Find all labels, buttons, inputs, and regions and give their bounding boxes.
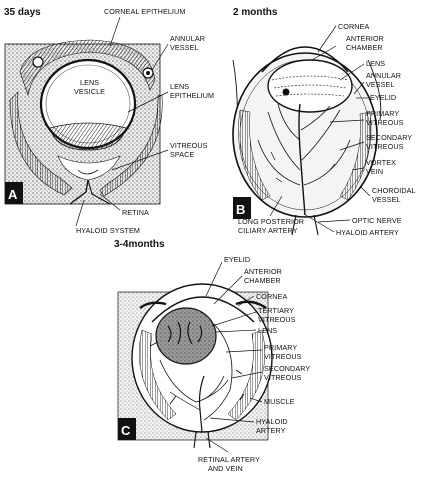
label-cornea-c: CORNEA [256, 292, 287, 301]
label-lens-c: LENS [258, 326, 277, 335]
label-vitreous-c3: VITREOUS [264, 373, 302, 382]
label-choroidal-b: CHOROIDAL [372, 186, 416, 195]
panel-b-letter: B [236, 202, 245, 217]
label-eyelid-c: EYELID [224, 255, 250, 264]
label-vitreous-space-1: VITREOUS [170, 141, 208, 150]
label-cornea-b: CORNEA [338, 22, 369, 31]
label-anterior-b: ANTERIOR [346, 34, 384, 43]
panel-b-title: 2 months [233, 7, 278, 18]
label-vitreous-space-2: SPACE [170, 150, 194, 159]
label-vessel-b2: VESSEL [372, 195, 401, 204]
panel-c-letter: C [121, 423, 131, 438]
label-vein-b: VEIN [366, 167, 383, 176]
label-retinal-artery: RETINAL ARTERY [198, 455, 260, 464]
label-corneal-epithelium: CORNEAL EPITHELIUM [104, 7, 185, 16]
panel-b: 2 months B [232, 7, 416, 237]
label-muscle-c: MUSCLE [264, 397, 295, 406]
label-primary-b: PRIMARY [366, 109, 399, 118]
label-chamber-c: CHAMBER [244, 276, 281, 285]
label-vortex-b: VORTEX [366, 158, 396, 167]
label-hyaloid-artery-b: HYALOID ARTERY [336, 228, 399, 237]
label-secondary-c: SECONDARY [264, 364, 310, 373]
panel-a-drawing: A [4, 39, 163, 205]
label-hyaloid-c: HYALOID [256, 417, 288, 426]
label-tertiary-c: TERTIARY [258, 306, 294, 315]
label-optic-nerve: OPTIC NERVE [352, 216, 402, 225]
panel-a: 35 days A [4, 7, 214, 235]
label-vitreous-c2: VITREOUS [264, 352, 302, 361]
label-anterior-c: ANTERIOR [244, 267, 282, 276]
label-vitreous-c1: VITREOUS [258, 315, 296, 324]
label-lens-b: LENS [366, 59, 385, 68]
panel-b-drawing: B [232, 46, 382, 236]
label-artery-c: ARTERY [256, 426, 286, 435]
label-and-vein: AND VEIN [208, 464, 243, 473]
label-ciliary-artery: CILIARY ARTERY [238, 226, 298, 235]
label-lens-vesicle-1: LENS [80, 78, 99, 87]
label-lens-vesicle-2: VESICLE [74, 87, 105, 96]
label-hyaloid-system: HYALOID SYSTEM [76, 226, 140, 235]
panel-c: 3-4months C [114, 239, 310, 473]
panel-a-title: 35 days [4, 7, 41, 18]
label-vessel-b: VESSEL [366, 80, 395, 89]
label-vitreous-b2: VITREOUS [366, 142, 404, 151]
label-annular-a: ANNULAR [170, 34, 205, 43]
label-vitreous-b1: VITREOUS [366, 118, 404, 127]
panel-c-drawing: C [117, 283, 273, 449]
label-primary-c: PRIMARY [264, 343, 297, 352]
panel-a-letter: A [8, 187, 18, 202]
label-annular-b: ANNULAR [366, 71, 401, 80]
label-secondary-b: SECONDARY [366, 133, 412, 142]
label-retina: RETINA [122, 208, 149, 217]
label-eyelid-b: EYELID [370, 93, 396, 102]
label-lens-epithelium-2: EPITHELIUM [170, 91, 214, 100]
label-lens-epithelium-1: LENS [170, 82, 189, 91]
label-long-posterior: LONG POSTERIOR [238, 217, 304, 226]
label-chamber-b: CHAMBER [346, 43, 383, 52]
label-vessel-a: VESSEL [170, 43, 199, 52]
panel-c-title: 3-4months [114, 239, 165, 250]
